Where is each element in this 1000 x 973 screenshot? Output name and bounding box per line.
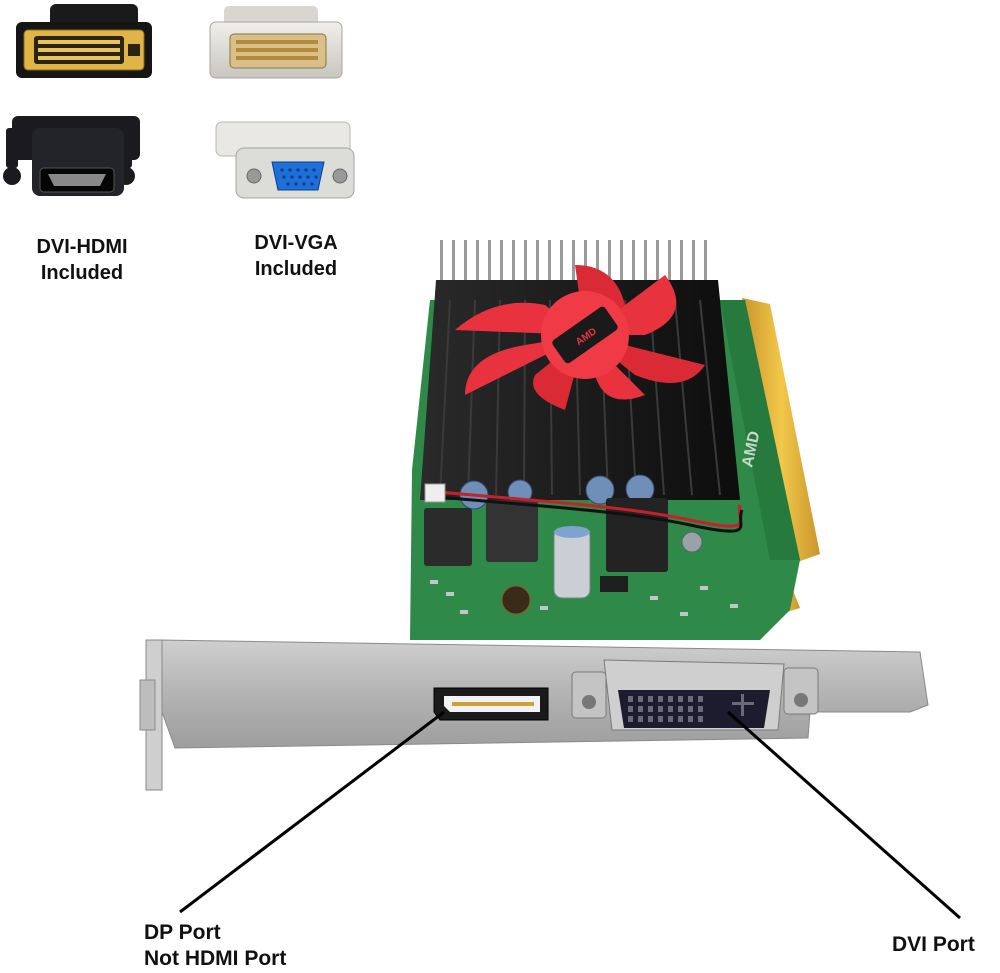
dvi-hdmi-adapter <box>3 116 140 196</box>
graphics-card: AMD AMD <box>139 240 929 791</box>
dvi-hdmi-label: DVI-HDMI Included <box>36 236 128 284</box>
dp-port-label: DP Port Not HDMI Port <box>144 921 287 970</box>
pcie-edge-connector <box>742 298 820 564</box>
dvi-connector <box>571 659 819 731</box>
dvi-vga-adapter <box>215 121 355 199</box>
dvi-male-adapter-white <box>209 6 343 79</box>
cooling-fan: AMD <box>455 265 705 410</box>
dvi-male-adapter-black <box>16 4 152 78</box>
dvi-callout-line <box>727 710 961 920</box>
dvi-vga-label: DVI-VGA Included <box>254 232 338 280</box>
displayport-connector <box>433 687 549 721</box>
inductors <box>424 498 668 615</box>
heatsink <box>440 240 707 310</box>
dp-callout-line <box>179 710 445 914</box>
dvi-port-label: DVI Port <box>892 933 975 956</box>
